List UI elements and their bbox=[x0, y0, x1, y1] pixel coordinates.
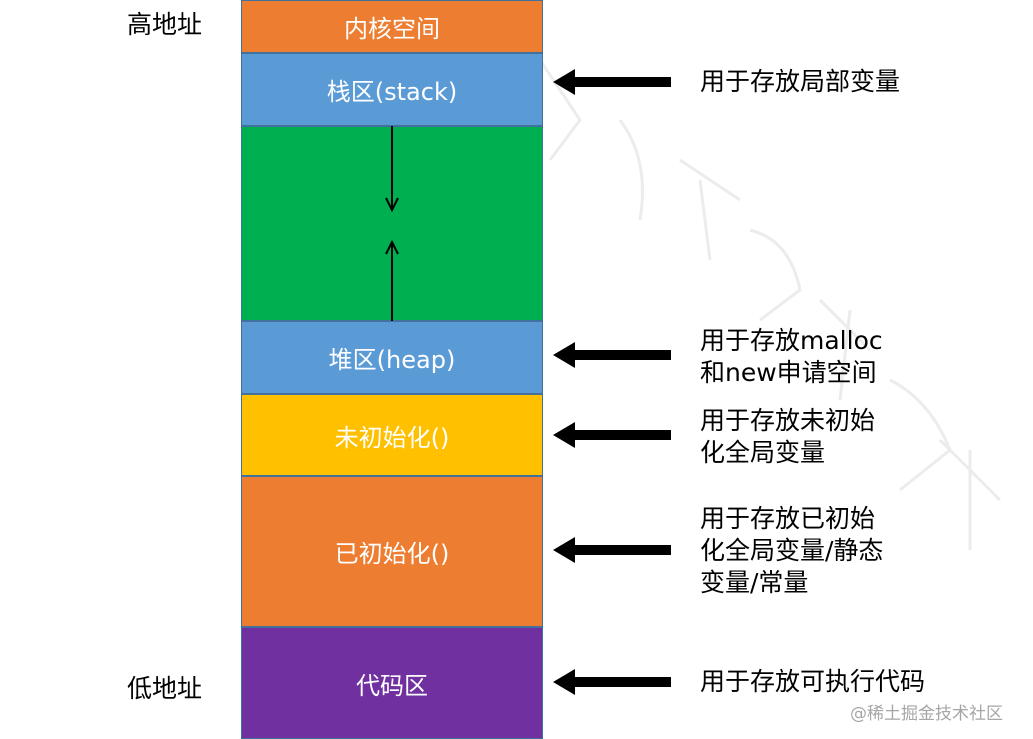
note-code: 用于存放可执行代码 bbox=[700, 666, 925, 698]
note-line: 和new申请空间 bbox=[700, 358, 877, 387]
note-heap: 用于存放malloc 和new申请空间 bbox=[700, 325, 883, 389]
arrow-left-icon bbox=[553, 342, 671, 368]
segment-kernel: 内核空间 bbox=[241, 0, 543, 53]
note-bss: 用于存放未初始 化全局变量 bbox=[700, 405, 875, 469]
note-line: 用于存放未初始 bbox=[700, 406, 876, 435]
segment-data: 已初始化() bbox=[241, 476, 543, 627]
note-line: 用于存放已初始 bbox=[700, 504, 876, 533]
segment-code: 代码区 bbox=[241, 627, 543, 739]
segment-data-label: 已初始化() bbox=[334, 540, 450, 568]
segment-heap: 堆区(heap) bbox=[241, 321, 543, 394]
segment-code-label: 代码区 bbox=[356, 671, 428, 700]
arrow-left-icon bbox=[553, 537, 671, 563]
arrow-left-icon bbox=[553, 69, 671, 95]
segment-stack: 栈区(stack) bbox=[241, 53, 543, 126]
high-address-label: 高地址 bbox=[127, 10, 203, 39]
note-line: 变量/常量 bbox=[700, 568, 809, 597]
arrow-left-icon bbox=[553, 669, 671, 695]
growth-arrows bbox=[385, 126, 399, 321]
stack-growth-arrow-head bbox=[385, 197, 399, 213]
segment-heap-label: 堆区(heap) bbox=[328, 346, 456, 374]
low-address-label: 低地址 bbox=[127, 674, 203, 703]
note-line: 化全局变量 bbox=[700, 438, 826, 467]
segment-bss-label: 未初始化() bbox=[334, 423, 450, 452]
note-line: 用于存放可执行代码 bbox=[700, 667, 926, 696]
note-stack: 用于存放局部变量 bbox=[700, 66, 900, 98]
arrow-left-icon bbox=[553, 422, 671, 448]
segment-bss: 未初始化() bbox=[241, 394, 543, 476]
site-watermark: @稀土掘金技术社区 bbox=[850, 704, 1003, 724]
note-line: 用于存放malloc bbox=[700, 326, 883, 355]
segment-stack-label: 栈区(stack) bbox=[326, 78, 458, 106]
segment-kernel-label: 内核空间 bbox=[344, 15, 440, 43]
note-line: 化全局变量/静态 bbox=[700, 536, 884, 565]
note-data: 用于存放已初始 化全局变量/静态 变量/常量 bbox=[700, 503, 883, 599]
note-line: 用于存放局部变量 bbox=[700, 67, 901, 96]
heap-growth-arrow-head bbox=[385, 239, 399, 255]
